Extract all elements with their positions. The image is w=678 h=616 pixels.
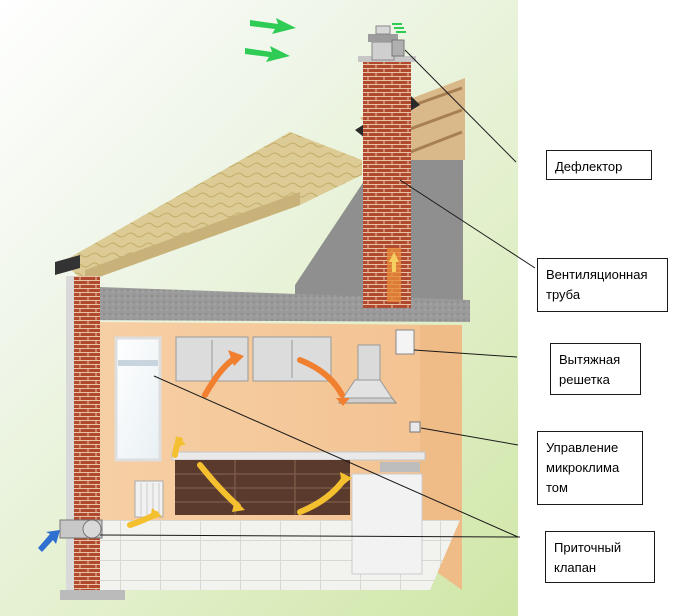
leader-lines	[99, 49, 536, 538]
label-supply-valve: Приточный клапан	[545, 531, 655, 583]
label-supply-valve-line1: Приточный	[554, 540, 622, 555]
kitchen-island	[351, 473, 423, 575]
label-ventilation-pipe-line2: труба	[546, 287, 581, 302]
airflow-green-arrows	[245, 18, 406, 62]
label-supply-valve-line2: клапан	[554, 560, 597, 575]
label-exhaust-grille: Вытяжная решетка	[550, 343, 641, 395]
microclimate-control-panel	[409, 421, 421, 433]
countertop	[171, 451, 426, 461]
gutter	[55, 255, 80, 275]
deflector-unit	[368, 25, 405, 61]
airflow-blue-arrow	[38, 530, 60, 552]
label-microclimate-control-line3: том	[546, 480, 568, 495]
label-microclimate-control-line1: Управление	[546, 440, 619, 455]
label-microclimate-control-line2: микроклима	[546, 460, 620, 475]
roof-underside	[85, 192, 300, 282]
window	[114, 336, 162, 462]
roof-insulation	[62, 132, 362, 282]
supply-valve	[59, 519, 103, 539]
label-deflector: Дефлектор	[546, 150, 652, 180]
label-exhaust-grille-line1: Вытяжная	[559, 352, 621, 367]
exhaust-grille	[395, 329, 415, 355]
label-ventilation-pipe: Вентиляционная труба	[537, 258, 668, 312]
label-exhaust-grille-line2: решетка	[559, 372, 610, 387]
ceiling-slab	[70, 286, 470, 322]
label-ventilation-pipe-line1: Вентиляционная	[546, 267, 648, 282]
label-microclimate-control: Управление микроклима том	[537, 431, 643, 505]
radiator	[134, 480, 164, 518]
label-deflector-text: Дефлектор	[555, 159, 623, 174]
left-brick-wall	[72, 276, 100, 592]
